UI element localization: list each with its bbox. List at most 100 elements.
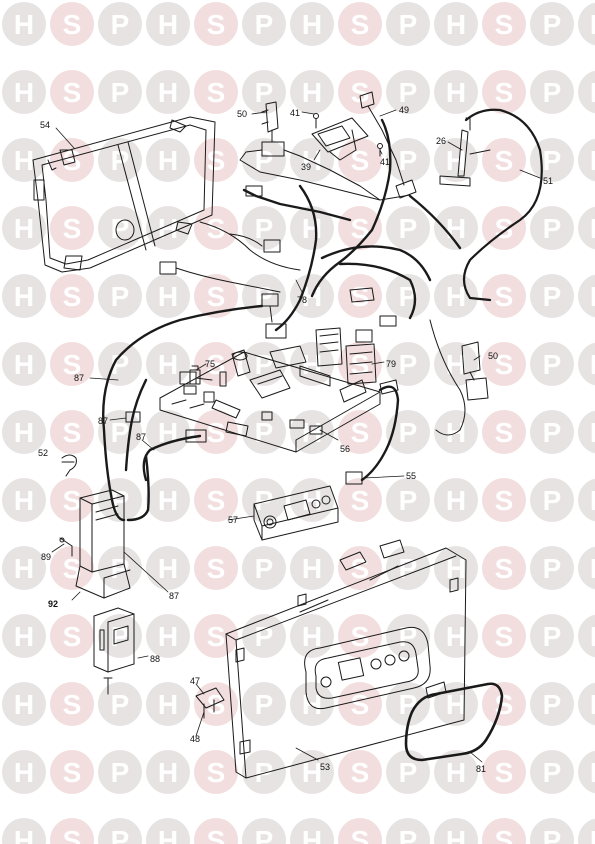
- watermark-circle: [50, 342, 94, 386]
- watermark-circle: [530, 342, 574, 386]
- watermark-circle: [338, 614, 382, 658]
- part-labels: 54 50 41 49 39 41 26 51 78 50 75 79 87 8…: [38, 105, 553, 774]
- part-label-55: 55: [406, 471, 416, 481]
- watermark-circle: [578, 342, 595, 386]
- watermark-circle: [2, 274, 46, 318]
- watermark-circle: [98, 206, 142, 250]
- watermark-letter: P: [255, 145, 274, 176]
- watermark-circle: [386, 70, 430, 114]
- watermark-circle: [578, 138, 595, 182]
- watermark-letter: P: [399, 145, 418, 176]
- watermark-letter: S: [351, 145, 370, 176]
- watermark-letter: P: [111, 621, 130, 652]
- watermark-letter: S: [351, 77, 370, 108]
- watermark-letter: P: [543, 77, 562, 108]
- watermark-circle: [98, 274, 142, 318]
- watermark-letter: H: [14, 213, 34, 244]
- watermark-circle: [482, 138, 526, 182]
- watermark-circle: [530, 546, 574, 590]
- watermark-circle: [146, 682, 190, 726]
- leader-lines: [51, 109, 541, 763]
- watermark-circle: [2, 342, 46, 386]
- watermark-circle: [146, 478, 190, 522]
- watermark-letter: S: [495, 145, 514, 176]
- part-label-87: 87: [98, 416, 108, 426]
- watermark-circle: [146, 70, 190, 114]
- watermark-letter: H: [446, 485, 466, 516]
- watermark-circle: [290, 138, 334, 182]
- watermark-circle: [338, 274, 382, 318]
- watermark-circle: [578, 614, 595, 658]
- part-label-26: 26: [436, 136, 446, 146]
- front-panel-display-window: [304, 626, 431, 710]
- watermark-letter: S: [351, 417, 370, 448]
- bracket-part-88: [93, 607, 135, 695]
- watermark-letter: P: [255, 281, 274, 312]
- watermark-letter: H: [158, 9, 178, 40]
- watermark-circle: [482, 682, 526, 726]
- watermark-circle: [482, 342, 526, 386]
- watermark-circle: [194, 70, 238, 114]
- watermark-circle: [50, 614, 94, 658]
- transformer-part-87: [59, 489, 131, 599]
- watermark-letter: P: [111, 77, 130, 108]
- watermark-circle: [50, 274, 94, 318]
- watermark-letter: P: [399, 417, 418, 448]
- watermark-circle: [2, 750, 46, 794]
- watermark-letter: H: [302, 757, 322, 788]
- watermark-circle: [578, 2, 595, 46]
- watermark-letter: H: [158, 825, 178, 844]
- watermark-circle: [482, 410, 526, 454]
- watermark-letter: H: [158, 145, 178, 176]
- watermark-letter: H: [590, 757, 595, 788]
- part-label-87: 87: [136, 432, 146, 442]
- watermark-circle: [386, 682, 430, 726]
- watermark-letter: S: [495, 825, 514, 844]
- watermark-circle: [194, 750, 238, 794]
- watermark-letter: S: [63, 553, 82, 584]
- part-label-39: 39: [301, 162, 311, 172]
- part-label-49: 49: [399, 105, 409, 115]
- watermark-circle: [2, 138, 46, 182]
- watermark-letter: P: [543, 145, 562, 176]
- watermark-circle: [194, 546, 238, 590]
- part-label-79: 79: [386, 359, 396, 369]
- watermark-circle: [50, 682, 94, 726]
- watermark-circle: [338, 342, 382, 386]
- watermark-letter: H: [14, 349, 34, 380]
- watermark-letter: S: [207, 621, 226, 652]
- watermark-circle: [386, 274, 430, 318]
- watermark-circle: [338, 138, 382, 182]
- watermark-letter: S: [207, 145, 226, 176]
- watermark-circle: [482, 546, 526, 590]
- watermark-circle: [530, 274, 574, 318]
- part-label-41: 41: [380, 157, 390, 167]
- watermark-circle: [530, 614, 574, 658]
- watermark-letter: H: [446, 757, 466, 788]
- watermark-circle: [50, 750, 94, 794]
- watermark-letter: H: [590, 417, 595, 448]
- watermark-circle: [242, 750, 286, 794]
- watermark-circle: [434, 70, 478, 114]
- part-label-52: 52: [38, 448, 48, 458]
- watermark-letter: P: [111, 349, 130, 380]
- part-label-54: 54: [40, 120, 50, 130]
- display-board-part-57: [253, 485, 339, 541]
- watermark-letter: P: [399, 485, 418, 516]
- watermark-circle: [338, 478, 382, 522]
- watermark-letter: P: [543, 349, 562, 380]
- module-part-39: [311, 113, 383, 161]
- watermark-circle: [290, 206, 334, 250]
- watermark-letter: P: [255, 689, 274, 720]
- watermark-letter: H: [14, 145, 34, 176]
- watermark-letter: S: [63, 485, 82, 516]
- watermark-circle: [242, 546, 286, 590]
- watermark-circle: [530, 410, 574, 454]
- sensor-part-26: [439, 117, 491, 187]
- watermark-letter: H: [14, 281, 34, 312]
- watermark-letter: S: [63, 417, 82, 448]
- watermark-letter: H: [590, 77, 595, 108]
- watermark-circle: [2, 70, 46, 114]
